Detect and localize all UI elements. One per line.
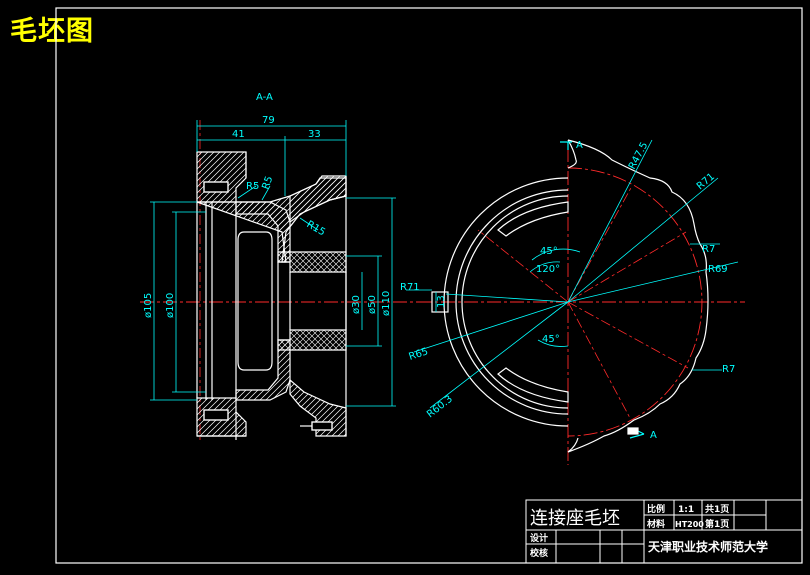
slot-lower xyxy=(497,367,569,403)
lower-web xyxy=(235,339,291,401)
dim-d110: ø110 xyxy=(381,291,392,316)
dim-d100: ø100 xyxy=(165,293,176,318)
left-flange-top xyxy=(196,151,247,203)
bottom-slot xyxy=(311,421,333,431)
section-mark-top-label: A xyxy=(576,140,583,151)
drawing-title: 毛坯图 xyxy=(10,16,94,47)
outer-circle-left xyxy=(443,177,569,427)
mid-circle-left xyxy=(455,189,569,415)
dim-d105: ø105 xyxy=(143,293,154,318)
dim-r15: R15 xyxy=(305,219,328,238)
outer-contour-right xyxy=(567,139,709,453)
dim-ang45-bottom: 45° xyxy=(542,334,560,345)
organization: 天津职业技术师范大学 xyxy=(648,539,768,554)
left-boss xyxy=(431,291,449,313)
section-view xyxy=(140,120,418,440)
dim-r71-top: R71 xyxy=(695,171,717,192)
dim-d50: ø50 xyxy=(367,295,378,314)
dim-r7-upper: R7 xyxy=(702,244,715,255)
dim-left-width: 41 xyxy=(232,129,245,140)
section-dimension-text: A-A 79 41 33 ø105 ø100 ø30 ø50 ø110 R5 R… xyxy=(143,92,392,318)
dim-ang120: 120° xyxy=(536,264,560,275)
bolt-hole-bottom xyxy=(203,409,229,421)
bolt-hole-top xyxy=(203,181,229,193)
dim-ang45-top: 45° xyxy=(540,246,558,257)
front-dimensions xyxy=(406,139,739,409)
section-mark-bottom-label: A xyxy=(650,430,657,441)
scale-label: 比例 xyxy=(647,503,665,515)
dim-r71-left: R71 xyxy=(400,282,420,293)
slot-upper xyxy=(497,201,569,237)
dim-r60-3: R60.3 xyxy=(425,394,455,421)
dim-r47-5: R47.5 xyxy=(627,140,650,171)
section-mark-top xyxy=(560,141,572,150)
scale-value: 1:1 xyxy=(678,505,694,515)
sheet-number: 第1页 xyxy=(705,518,729,530)
sheets-total: 共1页 xyxy=(705,503,729,515)
section-dimensions xyxy=(150,120,396,407)
hub-bottom xyxy=(277,329,347,351)
dim-overall-width: 79 xyxy=(262,115,275,126)
material-label: 材料 xyxy=(646,518,665,530)
hub-top xyxy=(277,251,347,273)
section-label: A-A xyxy=(256,92,273,103)
designer-label: 设计 xyxy=(530,532,548,544)
title-block xyxy=(525,499,803,564)
material-value: HT200 xyxy=(675,520,704,529)
checker-label: 校核 xyxy=(530,547,548,559)
dim-h13: 13 xyxy=(436,295,447,308)
front-view xyxy=(418,139,745,465)
inner-window xyxy=(237,231,273,371)
dim-r69: R69 xyxy=(708,264,728,275)
dim-r5-a: R5 xyxy=(246,181,259,192)
drawing-frame xyxy=(55,7,803,564)
dim-r5-b: R5 xyxy=(260,175,275,191)
dim-d30: ø30 xyxy=(351,295,362,314)
dim-r65: R65 xyxy=(408,346,430,363)
dim-r7-lower: R7 xyxy=(722,364,735,375)
part-name: 连接座毛坯 xyxy=(530,508,620,529)
right-boss-top xyxy=(289,175,347,224)
title-block-text: 连接座毛坯 比例 1:1 共1页 材料 HT200 第1页 设计 校核 天津职业… xyxy=(530,503,768,559)
dim-right-width: 33 xyxy=(308,129,321,140)
